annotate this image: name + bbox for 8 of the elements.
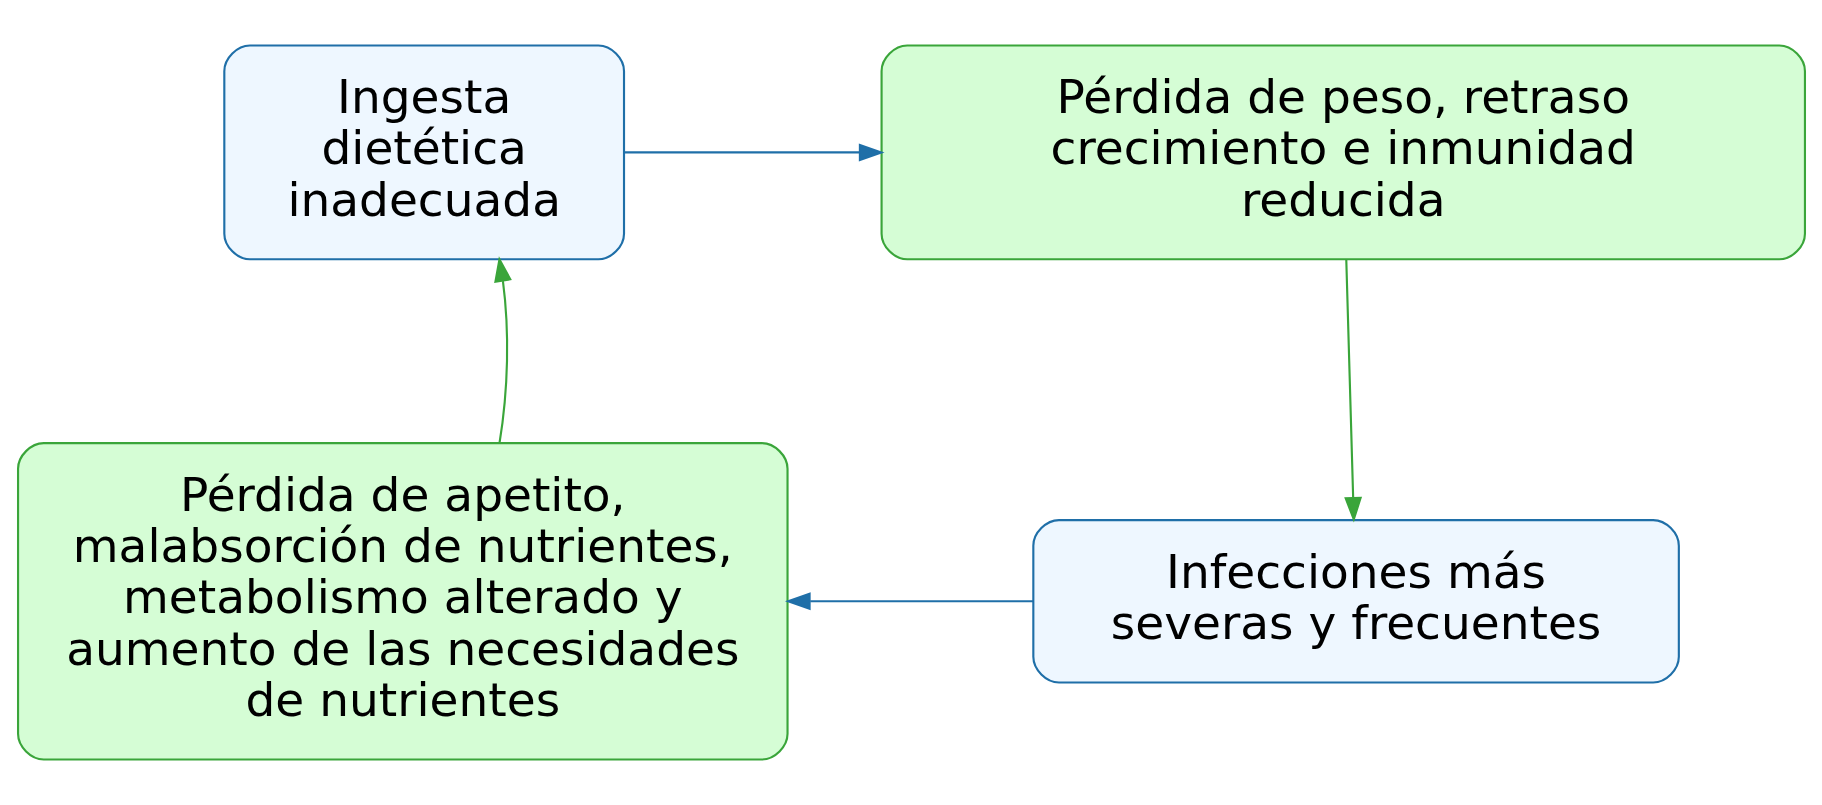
arrow xyxy=(493,256,512,443)
arrow xyxy=(623,143,885,162)
arrow xyxy=(1343,259,1362,523)
node-box: Infecciones más severas y frecuentes xyxy=(1031,519,1680,684)
node-box: Pérdida de peso, retraso crecimiento e inmunidad reducida xyxy=(880,44,1806,261)
arrow xyxy=(784,592,1033,611)
node-box: Pérdida de apetito, malabsorción de nutrientes, metabolismo alterado y aumento de las necesidades de nutrientes xyxy=(16,442,789,761)
node-box: Ingesta dietética inadecuada xyxy=(222,44,625,261)
